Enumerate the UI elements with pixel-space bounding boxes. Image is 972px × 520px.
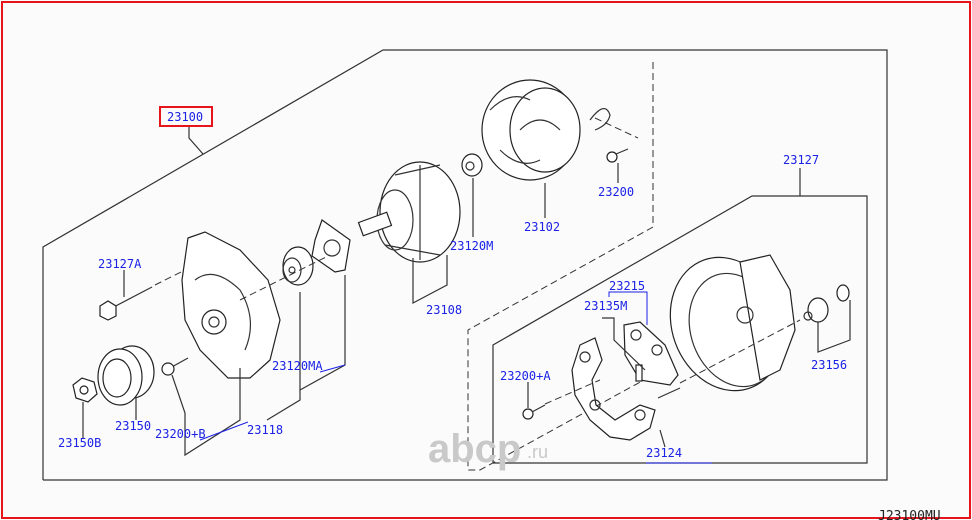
label-screw-b[interactable]: 23200+B xyxy=(155,427,206,441)
watermark-suffix: .ru xyxy=(527,442,548,462)
stator-part[interactable] xyxy=(481,79,611,181)
label-bolt[interactable]: 23127A xyxy=(98,257,142,271)
assembly-outline xyxy=(42,49,888,481)
rotor-part[interactable] xyxy=(357,161,461,263)
retainer-plate-part[interactable] xyxy=(311,219,351,273)
bolt-part[interactable] xyxy=(99,286,153,321)
screw-part[interactable] xyxy=(606,148,629,163)
label-rear-bearing[interactable]: 23120M xyxy=(450,239,493,253)
pulley-part[interactable] xyxy=(97,345,155,406)
label-stator[interactable]: 23102 xyxy=(524,220,560,234)
screw-a-part[interactable] xyxy=(522,404,546,420)
nut-part[interactable] xyxy=(72,377,98,403)
label-rectifier[interactable]: 23124 xyxy=(646,446,682,460)
label-screw[interactable]: 23200 xyxy=(598,185,634,199)
label-rear-housing[interactable]: 23127 xyxy=(783,153,819,167)
label-brush[interactable]: 23135M xyxy=(584,299,627,313)
watermark-logo: abcp xyxy=(428,427,521,471)
rear-housing-part[interactable] xyxy=(652,241,802,406)
label-front-bearing[interactable]: 23120MA xyxy=(272,359,323,373)
drawing-code: J23100MU xyxy=(878,509,941,520)
front-bearing-part[interactable] xyxy=(282,246,314,286)
label-pulley[interactable]: 23150 xyxy=(115,419,151,433)
label-screw-a[interactable]: 23200+A xyxy=(500,369,551,383)
rectifier-part[interactable] xyxy=(571,337,656,441)
label-23100[interactable]: 23100 xyxy=(167,110,203,124)
label-terminal[interactable]: 23156 xyxy=(811,358,847,372)
front-housing-part[interactable] xyxy=(181,231,281,379)
main-assembly-highlight xyxy=(159,106,213,127)
rear-housing-group-outline xyxy=(492,195,868,464)
rotor-group-outline xyxy=(467,62,654,471)
label-rotor[interactable]: 23108 xyxy=(426,303,462,317)
label-regulator[interactable]: 23215 xyxy=(609,279,645,293)
label-nut[interactable]: 23150B xyxy=(58,436,101,450)
rear-bearing-part[interactable] xyxy=(461,153,483,177)
label-front-housing[interactable]: 23118 xyxy=(247,423,283,437)
screw-b-part[interactable] xyxy=(161,357,189,376)
terminal-part[interactable] xyxy=(803,284,850,323)
regulator-part[interactable] xyxy=(623,321,679,386)
